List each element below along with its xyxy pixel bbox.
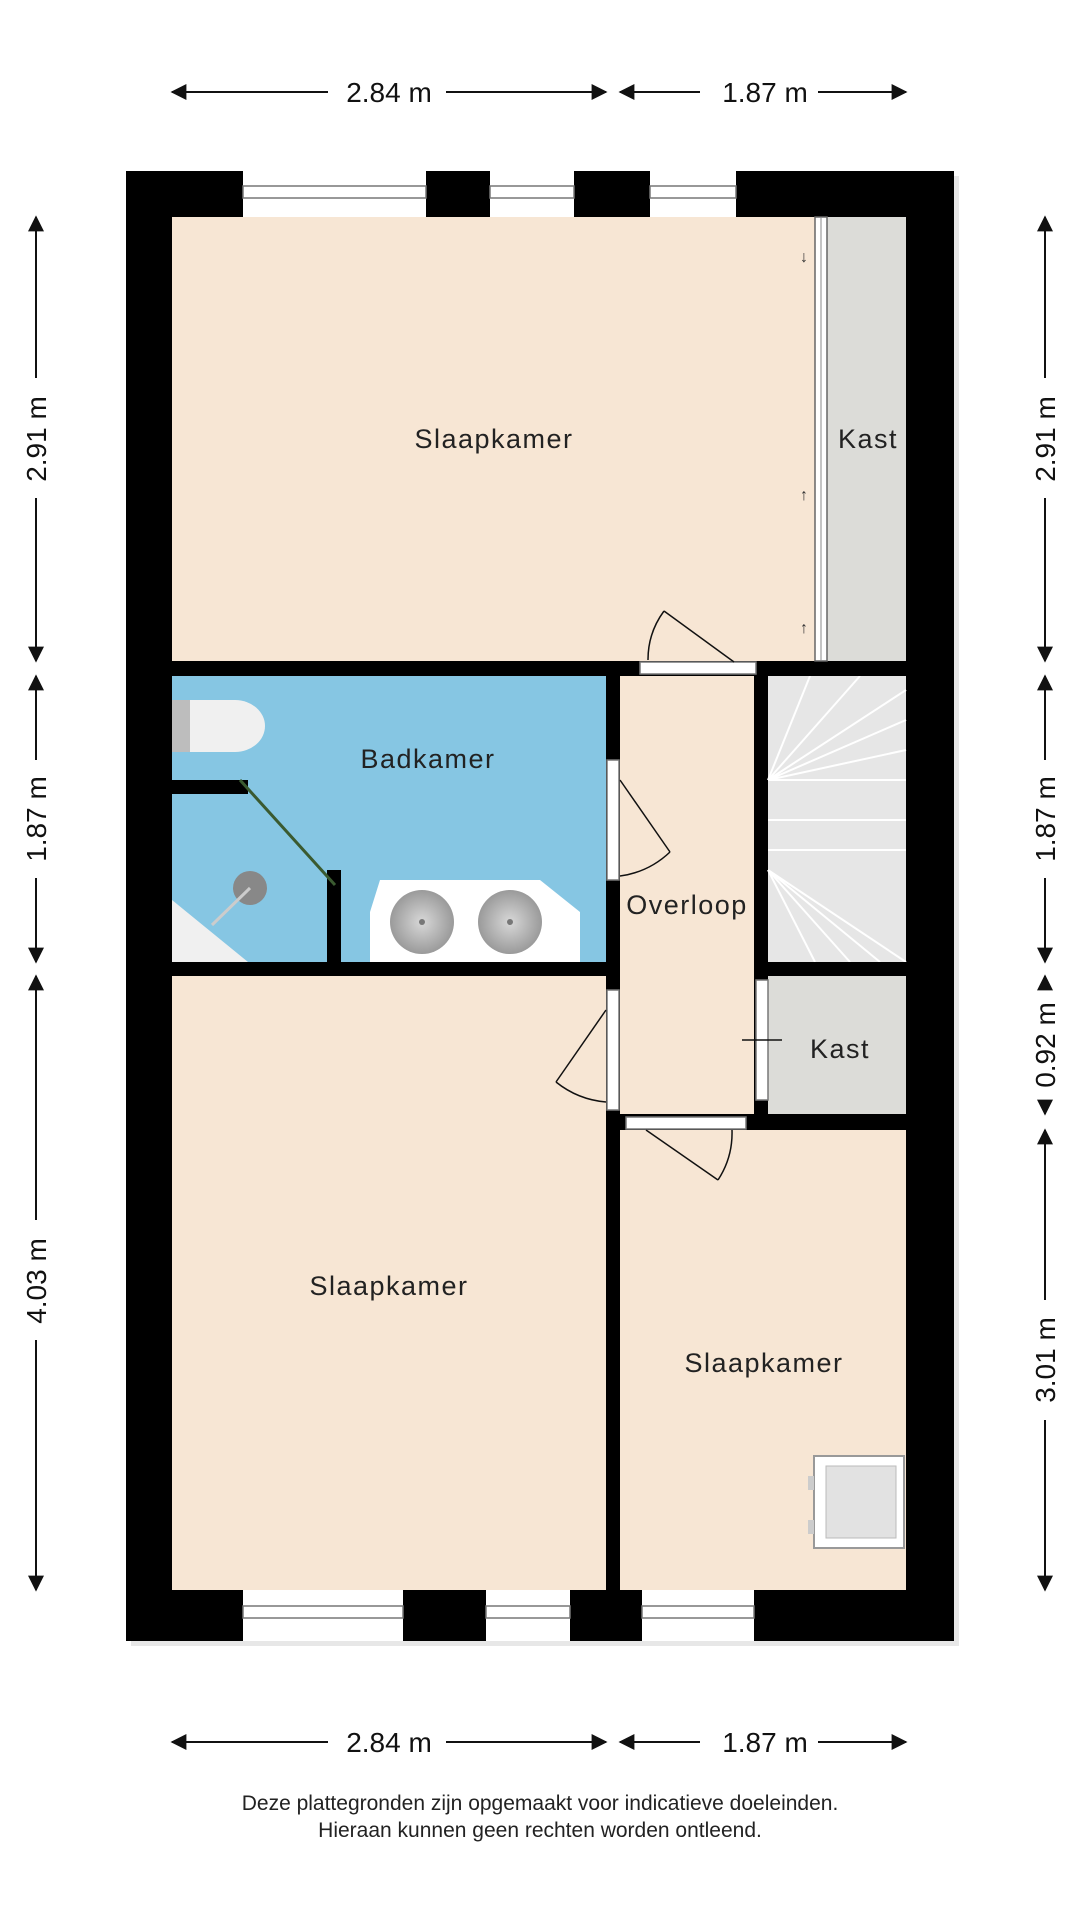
disclaimer-line-2: Hieraan kunnen geen rechten worden ontle… xyxy=(318,1819,762,1842)
dimension-top-right: 1.87 m xyxy=(722,77,808,108)
door-closet-mid[interactable] xyxy=(742,979,782,1101)
room-label-bedroom-bottom-right: Slaapkamer xyxy=(684,1348,843,1378)
dimension-right-1: 2.91 m xyxy=(1030,396,1061,482)
room-label-bedroom-top: Slaapkamer xyxy=(414,424,573,454)
double-sink-icon xyxy=(370,880,580,962)
boiler-icon xyxy=(808,1455,905,1549)
room-label-closet-mid: Kast xyxy=(810,1034,870,1064)
room-label-landing: Overloop xyxy=(626,890,748,920)
bedroom-bottom-left-floor xyxy=(172,976,606,1590)
door-bedroom-bottom-right[interactable] xyxy=(625,1116,747,1181)
stair-treads xyxy=(767,675,907,963)
dimension-right-4: 3.01 m xyxy=(1030,1317,1061,1403)
dimension-left-2: 1.87 m xyxy=(21,776,52,862)
bottom-windows xyxy=(242,1590,755,1641)
landing-floor xyxy=(620,676,754,1114)
disclaimer-line-1: Deze plattegronden zijn opgemaakt voor i… xyxy=(241,1792,839,1815)
bedroom-top-floor xyxy=(172,217,816,661)
room-label-closet-top: Kast xyxy=(838,424,898,454)
shower-icon xyxy=(172,778,337,962)
door-bedroom-top[interactable] xyxy=(639,610,757,675)
closet-top-floor xyxy=(826,217,906,661)
dimension-bottom-right: 1.87 m xyxy=(722,1727,808,1758)
door-bedroom-bottom-left[interactable] xyxy=(555,989,620,1111)
top-windows xyxy=(242,171,737,217)
toilet-icon xyxy=(172,700,265,752)
closet-sliding-door: ↓ ↑ ↑ xyxy=(800,216,828,662)
dimension-left-1: 2.91 m xyxy=(21,396,52,482)
svg-text:↑: ↑ xyxy=(800,487,808,504)
dimension-bottom-left: 2.84 m xyxy=(346,1727,432,1758)
dimension-right-3: 0.92 m xyxy=(1030,1002,1061,1088)
room-label-bathroom: Badkamer xyxy=(360,744,495,774)
svg-text:↓: ↓ xyxy=(800,249,808,266)
dimension-right-2: 1.87 m xyxy=(1030,776,1061,862)
dimension-left-3: 4.03 m xyxy=(21,1238,52,1324)
svg-text:↑: ↑ xyxy=(800,620,808,637)
room-label-bedroom-bottom-left: Slaapkamer xyxy=(309,1271,468,1301)
dimension-top-left: 2.84 m xyxy=(346,77,432,108)
closet-mid-floor xyxy=(768,976,906,1114)
door-bathroom[interactable] xyxy=(606,759,671,881)
